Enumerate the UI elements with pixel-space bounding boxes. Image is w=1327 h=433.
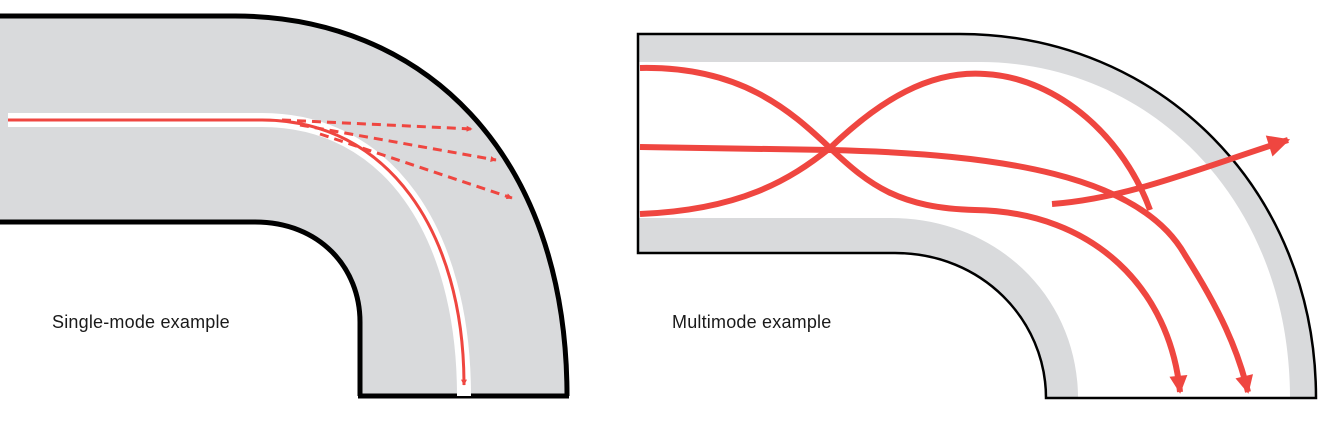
multimode-panel [636,32,1318,400]
single-mode-caption: Single-mode example [52,312,230,332]
single-mode-leak-ray-3 [319,132,513,200]
single-mode-outer-wall [0,13,570,397]
single-mode-leak-ray-2 [299,123,497,163]
multimode-outline [636,32,1318,400]
multimode-ray-b [639,144,1253,394]
single-mode-guided-ray [8,118,467,386]
single-mode-inner-wall [0,219,363,396]
multimode-caption: Multimode example [672,312,832,332]
multimode-core [638,62,1290,398]
single-mode-panel [0,13,570,399]
single-mode-cladding [0,16,567,396]
single-mode-leak-ray-1 [281,118,473,132]
multimode-escaping-ray [1051,135,1291,207]
multimode-ray-a [639,64,1188,394]
multimode-ray-c [639,70,1153,217]
